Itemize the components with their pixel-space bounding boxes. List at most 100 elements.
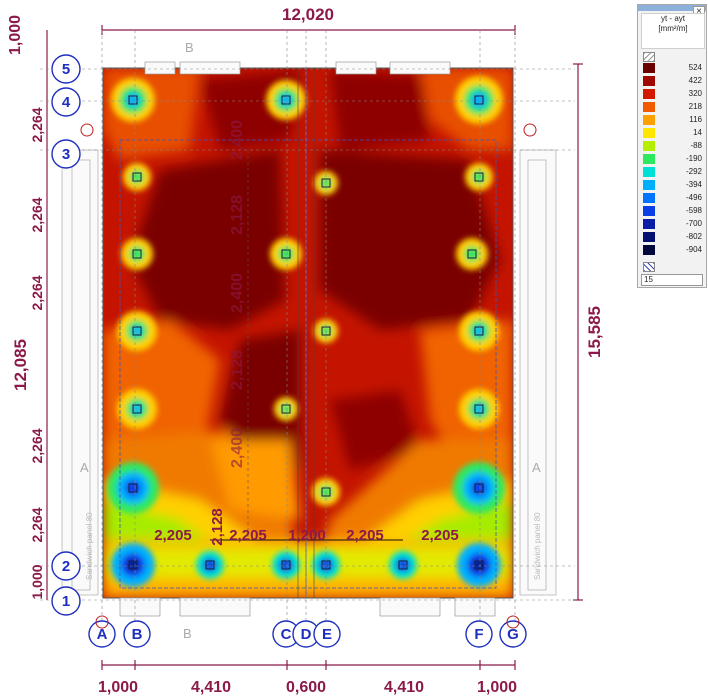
legend-value: -394 <box>685 180 702 189</box>
row-axis-4: 4 <box>51 87 81 117</box>
col-axis-F: F <box>465 620 493 648</box>
bay-height: 2,128 <box>209 508 226 546</box>
legend-value: 320 <box>688 89 702 98</box>
legend-value: -904 <box>685 245 702 254</box>
legend-value: 422 <box>688 76 702 85</box>
legend-swatch <box>643 63 655 73</box>
legend-entry: -88 <box>641 140 704 151</box>
slab-outlines <box>102 67 514 599</box>
legend-value: -598 <box>685 206 702 215</box>
dimension-lines <box>46 25 583 670</box>
section-mark: B <box>183 626 192 641</box>
legend-value: -496 <box>685 193 702 202</box>
legend-swatch <box>643 245 655 255</box>
col-axis-A: A <box>88 620 116 648</box>
row-axis-3: 3 <box>51 139 81 169</box>
bay-span: 2,205 <box>154 527 192 544</box>
legend-swatch <box>643 219 655 229</box>
legend-title-bar[interactable] <box>638 5 706 11</box>
bay-span: 2,205 <box>346 527 384 544</box>
row-axis-2: 2 <box>51 551 81 581</box>
dimension-left-seg: 2,264 <box>29 428 45 463</box>
contour-field <box>103 68 513 598</box>
legend-entry: 218 <box>641 101 704 112</box>
row-axis-1: 1 <box>51 586 81 616</box>
legend-value: 116 <box>689 115 702 124</box>
svg-text:D: D <box>301 626 312 643</box>
legend-value: -88 <box>690 141 702 150</box>
inner-dimension: 2,400 <box>229 273 246 313</box>
legend-value: 524 <box>688 63 702 72</box>
dimension-left-bottom: 1,000 <box>29 564 45 599</box>
dimension-right: 15,585 <box>585 306 604 358</box>
legend-entry: -394 <box>641 179 704 190</box>
bay-span: 1,200 <box>288 527 326 544</box>
dimension-top: 12,020 <box>282 5 334 24</box>
top-openings <box>119 61 496 617</box>
legend-swatch <box>643 128 655 138</box>
inner-dimension: 2,128 <box>229 350 246 390</box>
legend-value: -190 <box>685 154 702 163</box>
legend-hatch-bottom <box>641 261 704 272</box>
svg-text:C: C <box>281 626 292 643</box>
dimension-left-outer: 12,085 <box>11 339 30 391</box>
side-panel-label: Sandwich panel 80 <box>85 512 94 580</box>
legend-swatch <box>643 102 655 112</box>
svg-text:E: E <box>322 626 332 643</box>
side-panels <box>61 149 557 596</box>
bay-span: 2,205 <box>229 527 267 544</box>
dimension-left-seg: 2,264 <box>29 275 45 310</box>
bay-span: 2,205 <box>421 527 459 544</box>
legend-entry: -904 <box>641 244 704 255</box>
svg-text:5: 5 <box>62 61 70 78</box>
legend-value: -802 <box>685 232 702 241</box>
legend-entry: 320 <box>641 88 704 99</box>
section-mark: A <box>80 460 89 475</box>
legend-swatch <box>643 232 655 242</box>
svg-text:F: F <box>474 626 483 643</box>
legend-swatch <box>643 89 655 99</box>
svg-text:3: 3 <box>62 146 70 163</box>
col-axis-G: G <box>499 620 527 648</box>
legend-unit: [mm²/m] <box>658 24 688 33</box>
legend-entry: -292 <box>641 166 704 177</box>
dimension-bottom: 1,000 <box>477 679 517 696</box>
col-axis-E: E <box>313 620 341 648</box>
legend-swatch <box>643 115 655 125</box>
legend-count-input[interactable]: 15 <box>641 274 703 286</box>
dimension-left-seg: 2,264 <box>29 197 45 232</box>
legend-swatch <box>643 193 655 203</box>
legend-entry: -598 <box>641 205 704 216</box>
legend-swatch <box>643 167 655 177</box>
legend-swatch <box>643 206 655 216</box>
dimension-left-seg: 2,264 <box>29 107 45 142</box>
legend-swatch <box>643 76 655 86</box>
row-axis-5: 5 <box>51 54 81 84</box>
dimension-bottom: 4,410 <box>384 679 424 696</box>
legend-hatch-top <box>641 51 704 62</box>
dimension-left-top: 1,000 <box>7 15 24 55</box>
legend-swatch <box>643 154 655 164</box>
legend-header: yt - ayt [mm²/m] <box>641 13 705 49</box>
legend-entry: -190 <box>641 153 704 164</box>
column-markers <box>128 95 484 570</box>
legend-value: 218 <box>688 102 702 111</box>
section-mark: A <box>532 460 541 475</box>
legend-entry: -496 <box>641 192 704 203</box>
legend-title: yt - ayt <box>660 14 685 23</box>
dimension-bottom: 4,410 <box>191 679 231 696</box>
legend-value: -700 <box>685 219 702 228</box>
dimension-bottom: 1,000 <box>98 679 138 696</box>
legend-entry: 524 <box>641 62 704 73</box>
inner-dimension: 2,400 <box>229 120 246 160</box>
legend-value: 14 <box>693 128 702 137</box>
legend-entry: 14 <box>641 127 704 138</box>
svg-text:4: 4 <box>62 94 71 111</box>
legend-entry: 116 <box>641 114 704 125</box>
col-axis-B: B <box>123 620 151 648</box>
legend-value: -292 <box>685 167 702 176</box>
side-panel-label: Sandwich panel 80 <box>533 512 542 580</box>
inner-dimension: 2,128 <box>229 195 246 235</box>
legend-entry: -802 <box>641 231 704 242</box>
